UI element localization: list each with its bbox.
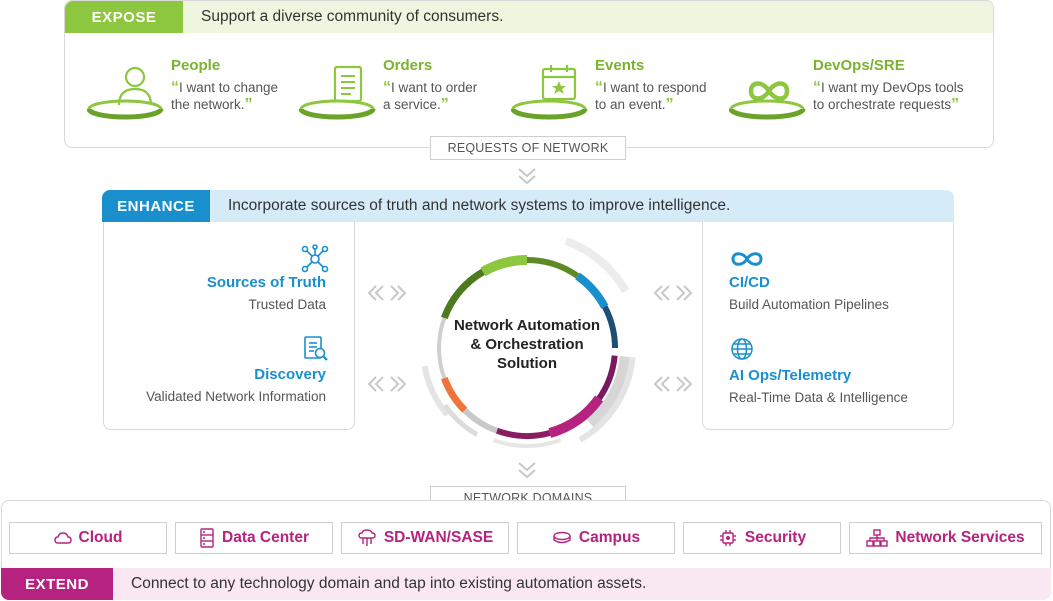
down-chevron-icon <box>518 462 536 479</box>
document-search-icon <box>304 336 328 361</box>
extend-tag: EXTEND <box>1 568 113 600</box>
infinity-icon <box>729 81 806 120</box>
ring-segment <box>526 257 580 279</box>
calendar-icon <box>511 65 588 120</box>
bidirectional-chevrons-icon <box>367 376 407 392</box>
network-nodes-icon <box>301 244 329 273</box>
consumer-title: People <box>171 57 221 74</box>
discovery-title: Discovery <box>254 366 326 383</box>
requests-of-network-label: REQUESTS OF NETWORK <box>430 136 626 160</box>
ring-segment <box>596 355 618 401</box>
expose-description: Support a diverse community of consumers… <box>201 8 504 25</box>
ring-outer-segment <box>421 365 450 417</box>
enhance-band: ENHANCE Incorporate sources of truth and… <box>102 190 954 222</box>
aiops-title: AI Ops/Telemetry <box>729 367 852 384</box>
cicd-title: CI/CD <box>729 274 770 291</box>
sources-of-truth-subtitle: Trusted Data <box>248 297 326 312</box>
ring-segment <box>602 305 618 349</box>
server-icon <box>200 528 214 548</box>
ring-inner-segment <box>586 355 630 427</box>
extend-description: Connect to any technology domain and tap… <box>131 575 647 592</box>
expose-band: EXPOSE Support a diverse community of co… <box>65 1 993 33</box>
discovery-subtitle: Validated Network Information <box>146 389 326 404</box>
ring-outer-segment <box>492 438 562 448</box>
domain-cloud: Cloud <box>9 522 167 554</box>
orchestration-ring <box>421 237 636 448</box>
down-chevron-icon <box>518 168 536 185</box>
domain-network-services: Network Services <box>849 522 1042 554</box>
ring-segment <box>441 268 485 320</box>
cloud-icon <box>53 532 72 544</box>
bidirectional-chevrons-icon <box>653 285 693 301</box>
infinity-icon <box>731 252 763 266</box>
ring-segment <box>480 255 528 277</box>
consumer-title: Orders <box>383 57 433 74</box>
ring-segment <box>548 395 604 438</box>
hierarchy-icon <box>866 529 889 547</box>
domain-data-center: Data Center <box>175 522 333 554</box>
ring-segment <box>495 427 551 439</box>
domain-security: Security <box>683 522 841 554</box>
consumer-title: DevOps/SRE <box>813 57 905 74</box>
expose-tag: EXPOSE <box>65 1 183 33</box>
globe-icon <box>731 338 753 360</box>
enhance-description: Incorporate sources of truth and network… <box>228 197 731 214</box>
bidirectional-chevrons-icon <box>367 285 407 301</box>
extend-band: EXTEND Connect to any technology domain … <box>1 568 1051 600</box>
domain-campus: Campus <box>517 522 675 554</box>
order-form-icon <box>299 65 376 120</box>
ring-segment <box>575 272 609 309</box>
ring-segment <box>437 317 447 379</box>
expose-panel: EXPOSE Support a diverse community of co… <box>64 0 994 148</box>
ring-inner-segment <box>443 403 479 437</box>
ring-outer-segment <box>564 237 630 294</box>
bidirectional-chevrons-icon <box>653 376 693 392</box>
consumer-title: Events <box>595 57 645 74</box>
enhance-left-panel: Sources of Truth Trusted Data Discovery … <box>103 222 355 430</box>
ring-outer-segment <box>578 356 636 443</box>
enhance-tag: ENHANCE <box>102 190 210 222</box>
aiops-subtitle: Real-Time Data & Intelligence <box>729 390 908 405</box>
person-icon <box>87 66 164 120</box>
router-icon <box>553 531 571 544</box>
cicd-subtitle: Build Automation Pipelines <box>729 297 889 312</box>
ring-segment <box>441 376 468 413</box>
ring-segment <box>462 408 499 434</box>
enhance-right-panel: CI/CD Build Automation Pipelines AI Ops/… <box>702 222 954 430</box>
security-chip-icon <box>719 530 736 546</box>
center-solution-label: Network Automation & Orchestration Solut… <box>453 317 601 372</box>
sources-of-truth-title: Sources of Truth <box>206 274 326 291</box>
domain-sdwan-sase: SD-WAN/SASE <box>341 522 509 554</box>
cloud-network-icon <box>358 529 376 546</box>
